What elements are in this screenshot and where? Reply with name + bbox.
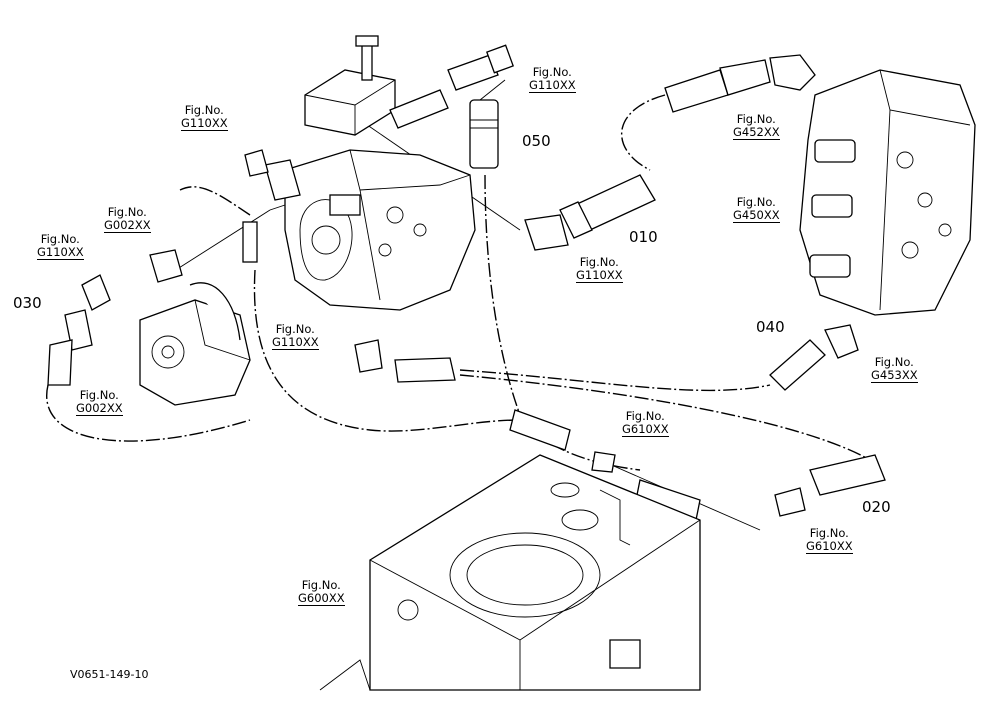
hose-010 bbox=[621, 94, 666, 171]
main-pump bbox=[264, 149, 476, 311]
adapter-upper bbox=[389, 44, 514, 129]
hose-upper-long bbox=[179, 186, 251, 216]
figref-g002xx-top: Fig.No.G002XX bbox=[104, 205, 151, 233]
drawing-code: V0651-149-10 bbox=[70, 668, 149, 681]
figref-g110xx-right: Fig.No.G110XX bbox=[576, 255, 623, 283]
hose-040b bbox=[459, 374, 871, 461]
figref-g610xx-lower: Fig.No.G610XX bbox=[806, 526, 853, 554]
hose-pump-loop bbox=[253, 269, 521, 432]
part-number-040: 040 bbox=[756, 318, 785, 336]
part-number-050: 050 bbox=[522, 132, 551, 150]
figref-g110xx-top: Fig.No.G110XX bbox=[529, 65, 576, 93]
hose-050 bbox=[484, 174, 521, 416]
hose-030 bbox=[46, 384, 251, 442]
figref-g600xx: Fig.No.G600XX bbox=[298, 578, 345, 606]
figref-g452xx: Fig.No.G452XX bbox=[733, 112, 780, 140]
figref-g453xx: Fig.No.G453XX bbox=[871, 355, 918, 383]
part-number-010: 010 bbox=[629, 228, 658, 246]
control-valve bbox=[799, 69, 976, 316]
figref-g110xx-middle: Fig.No.G110XX bbox=[272, 322, 319, 350]
pipe-fitting-left bbox=[242, 149, 269, 263]
part-number-020: 020 bbox=[862, 498, 891, 516]
valve-block bbox=[304, 35, 396, 136]
part-number-030: 030 bbox=[13, 294, 42, 312]
hose-040 bbox=[459, 369, 771, 392]
figref-g002xx-bottom: Fig.No.G002XX bbox=[76, 388, 123, 416]
figref-g450xx: Fig.No.G450XX bbox=[733, 195, 780, 223]
hose-010-end bbox=[524, 174, 656, 251]
figref-g110xx-left: Fig.No.G110XX bbox=[37, 232, 84, 260]
figref-g610xx-upper: Fig.No.G610XX bbox=[622, 409, 669, 437]
hydraulic-tank bbox=[319, 454, 701, 691]
hose-040-end bbox=[769, 324, 859, 391]
hose-030-end bbox=[47, 274, 111, 386]
figref-g110xx-top-left: Fig.No.G110XX bbox=[181, 103, 228, 131]
hose-upper-right bbox=[664, 54, 816, 113]
gear-pump bbox=[139, 249, 251, 406]
hose-050-end bbox=[469, 99, 499, 169]
